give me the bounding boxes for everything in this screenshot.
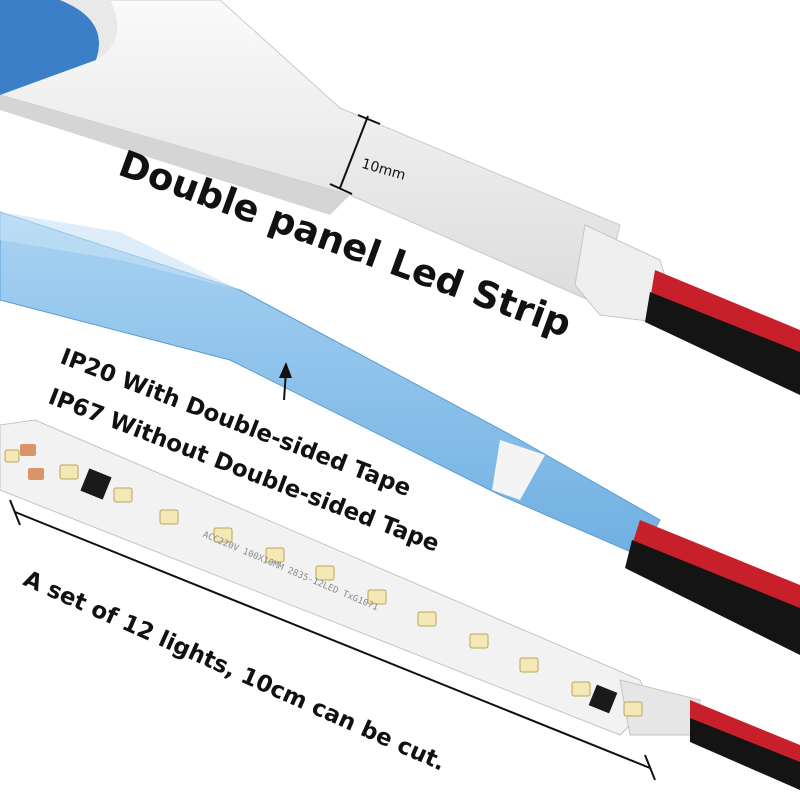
led-chip [4,449,643,717]
blue-backing-curl [0,0,100,95]
dimension-marker [329,114,381,195]
arrow [279,362,292,401]
copper-pad [20,444,44,480]
length-bracket [9,499,656,781]
resistor [80,468,618,714]
wire-pair [625,520,800,655]
silicone-strip [0,0,621,306]
wire-pair [645,270,800,395]
wire-pair [690,700,800,790]
